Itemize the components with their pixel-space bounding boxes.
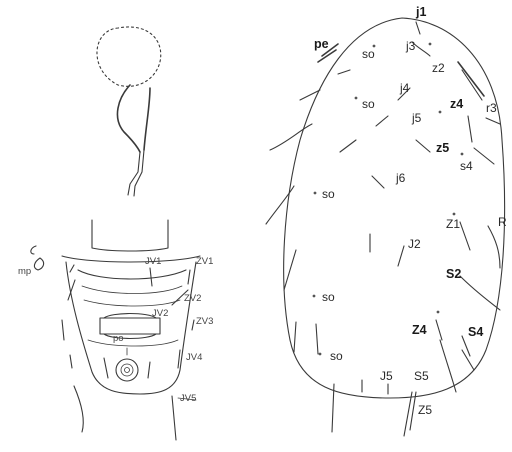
metapodal-plate-drawing	[31, 246, 44, 270]
label-z4-upper: Z4	[412, 323, 427, 337]
label-j2-upper: J2	[408, 237, 421, 251]
label-j3: j3	[405, 39, 416, 53]
label-jv5: JV5	[180, 393, 196, 404]
label-jv2: JV2	[152, 308, 168, 319]
spermatheca-drawing	[97, 27, 161, 196]
label-z5-upper: Z5	[418, 403, 432, 417]
label-so-4: so	[322, 290, 335, 304]
label-j6: j6	[395, 171, 406, 185]
label-s4: s4	[460, 159, 473, 173]
label-s5-upper: S5	[414, 369, 429, 383]
ventrianal-shield-drawing	[62, 220, 200, 394]
label-po: po	[113, 333, 124, 344]
dorsal-labels: j1 pe so j3 z2 so j4 z4 r3 j5 z5 s4 j6 s…	[314, 5, 507, 417]
dorsal-pores	[313, 43, 464, 356]
label-z2: z2	[432, 61, 445, 75]
label-s2-upper: S2	[446, 267, 461, 281]
label-j5-upper: J5	[380, 369, 393, 383]
label-zv3: ZV3	[196, 316, 213, 327]
label-jv1: JV1	[145, 256, 161, 267]
label-pe: pe	[314, 37, 329, 51]
label-so-5: so	[330, 349, 343, 363]
label-j1: j1	[415, 5, 426, 19]
label-j4: j4	[399, 81, 410, 95]
label-mp: mp	[18, 266, 31, 277]
label-so-1: so	[362, 47, 375, 61]
label-j5: j5	[411, 111, 422, 125]
label-z5: z5	[436, 141, 449, 155]
label-s4-upper: S4	[468, 325, 483, 339]
label-z1-upper: Z1	[446, 217, 460, 231]
label-z4: z4	[450, 97, 463, 111]
label-r: R	[498, 215, 507, 229]
label-zv2: ZV2	[184, 293, 201, 304]
label-zv1: ZV1	[196, 256, 213, 267]
left-setae	[62, 265, 196, 440]
label-so-3: so	[322, 187, 335, 201]
label-r3: r3	[486, 101, 497, 115]
label-so-2: so	[362, 97, 375, 111]
label-jv4: JV4	[186, 352, 202, 363]
